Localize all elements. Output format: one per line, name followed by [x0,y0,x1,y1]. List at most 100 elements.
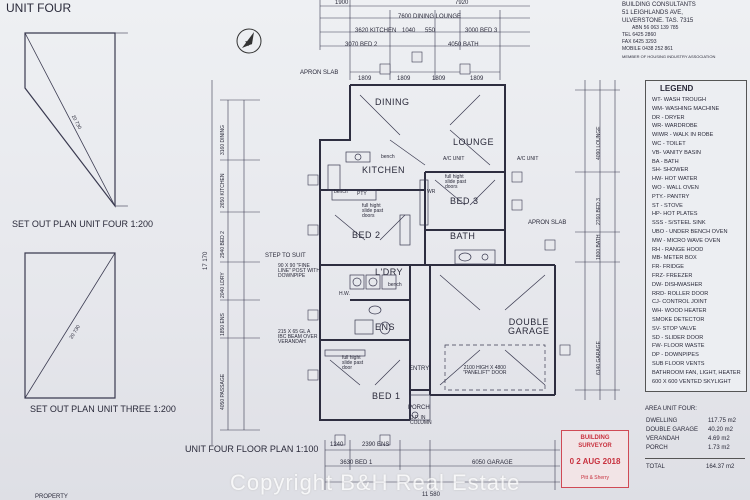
note-bench-2: bench [334,189,348,195]
room-bed3: BED 3 [450,196,479,206]
legend-item: CJ- CONTROL JOINT [652,299,708,306]
area-divider [645,458,745,459]
dim-top-d2: 7600 DINING LOUNGE [398,14,462,20]
note-beam: 215 X 65 GL A IBC BEAM OVER VERANDAH [278,329,318,345]
note-hw: H.W. [339,291,350,297]
note-bench-1: bench [381,154,395,160]
area-row-value: 40.20 m2 [708,427,734,433]
room-entry: ENTRY [409,366,430,372]
stamp-line1: BUILDING [580,435,610,441]
legend-item: DP - DOWNPIPES [652,352,699,359]
dim-left-1: 2650 KITCHEN [220,173,226,208]
dim-top-d5: 550 [425,28,436,34]
north-arrow-icon: N [236,28,262,54]
dim-top-d3: 3620 KITCHEN [355,28,397,34]
dim-right-3: 6140 GARAGE [596,341,602,375]
legend-item: DR - DRYER [652,114,685,121]
dim-top-d10: 1809 [397,76,411,82]
consultant-mobile: MOBILE 0438 252 861 [622,46,673,52]
room-double-garage: DOUBLE GARAGE [508,317,550,336]
legend-item: FR- FRIDGE [652,264,685,271]
note-pantry: PTY [357,191,367,197]
legend-item: ST - STOVE [652,202,683,209]
set-out-four-caption: SET OUT PLAN UNIT FOUR 1:200 [12,219,154,229]
bottom-cut-text: PROPERTY [35,494,68,500]
legend-title: LEGEND [660,84,694,93]
room-bed2: BED 2 [352,230,381,240]
set-out-plan-unit-three [24,252,116,399]
dim-left-5: 4050 PASSAGE [220,373,226,410]
legend-item: WH- WOOD HEATER [652,308,707,315]
legend-item: FW- FLOOR WASTE [652,343,705,350]
note-slide-doors-1: full hight slide past doors [445,174,467,190]
room-bath: BATH [450,231,476,241]
note-apron-slab-top: APRON SLAB [300,70,339,76]
floor-plan-drawing [211,0,620,490]
legend-item: HP- HOT PLATES [652,211,698,218]
dim-top-d7: 3070 BED 2 [345,42,378,48]
dim-top-d12: 1809 [470,76,484,82]
dim-bottom-overall: 11 580 [422,492,440,498]
area-row-label: PORCH [646,445,668,451]
legend-item: FRZ- FREEZER [652,273,693,279]
stamp-signature: Pitt & Sherry [580,475,610,481]
legend-item: WO - WALL OVEN [652,185,699,191]
dim-right-1: 2760 BED 3 [596,198,602,225]
note-ac-unit-1: A/C UNIT [443,156,465,162]
consultant-city: ULVERSTONE. TAS. 7315 [622,18,694,24]
dim-bottom-d4: 6050 GARAGE [472,460,513,466]
legend-item: RH - RANGE HOOD [652,246,704,253]
legend-item: UBO - UNDER BENCH OVEN [652,229,728,235]
building-surveyor-stamp: BUILDING SURVEYOR 0 2 AUG 2018 Pitt & Sh… [561,430,629,488]
dim-right-2: 1800 BATH [596,234,602,260]
legend-item: SV- STOP VALVE [652,325,697,332]
room-ldry: L'DRY [375,267,404,277]
legend-item: SMOKE DETECTOR [652,317,705,323]
room-bed1: BED 1 [372,391,401,401]
area-row-value: 1.73 m2 [708,445,730,451]
dim-top-overall: 7920 [455,0,469,6]
area-row-label: DOUBLE GARAGE [646,427,699,433]
note-apron-slab-right: APRON SLAB [528,220,567,226]
stamp-date: 0 2 AUG 2018 [569,457,621,466]
room-kitchen: KITCHEN [362,165,406,175]
consultant-block: BUILDING CONSULTANTS 51 LEIGHLANDS AVE, … [620,0,748,72]
room-lounge: LOUNGE [453,137,495,147]
room-dining: DINING [375,97,410,107]
floor-plan-title: UNIT FOUR FLOOR PLAN 1:100 [185,444,319,454]
area-row-label: VERANDAH [646,436,680,442]
legend-item: BA - BATH [652,158,679,165]
set-out-plan-unit-four [24,32,128,208]
note-bench-3: bench [388,282,402,288]
dim-top-d8: 4050 BATH [448,42,479,48]
note-step-to-suit: STEP TO SUIT [265,253,306,259]
area-row-value: 117.75 m2 [708,418,736,424]
dim-bottom-d2: 2390 ENS [362,442,390,448]
dim-left-4: 1850 ENS [220,313,226,336]
legend-item: SD - SLIDER DOOR [652,334,704,341]
consultant-address: 51 LEIGHLANDS AVE, [622,10,683,16]
note-slide-door-3: full hight slide past door [342,355,364,371]
legend-item: WC - TOILET [652,141,686,147]
dim-left-2: 2940 BED 2 [220,231,226,258]
area-title: AREA UNIT FOUR: [645,406,697,412]
legend-item: PTY.- PANTRY [652,193,690,200]
note-post: 90 X 90 "FINE LINE" POST WITH DOWNPIPE [278,263,320,279]
consultant-abn: ABN 56 063 139 785 [632,25,679,31]
dim-left-0: 3160 DINING [220,124,226,155]
svg-text:N: N [244,37,254,48]
dim-bottom-d1: 1240 [330,442,344,448]
legend-item: MB- METER BOX [652,255,697,262]
dim-top-d4: 1040 [402,28,416,34]
legend-item: WM- WASHING MACHINE [652,105,720,112]
legend-item: DW- DISHWASHER [652,281,703,288]
area-row-value: 4.69 m2 [708,436,730,442]
legend-item: 600 X 600 VENTED SKYLIGHT [652,378,731,385]
legend-item: RRD- ROLLER DOOR [652,290,709,297]
set-out-three-caption: SET OUT PLAN UNIT THREE 1:200 [30,404,176,414]
consultant-fax: FAX 6425 3293 [622,39,657,45]
dim-right-0: 4090 LOUNGE [596,126,602,160]
dim-bottom-d3: 3630 BED 1 [340,460,373,466]
legend-item: SUB FLOOR VENTS [652,361,705,367]
legend-item: WIWR - WALK IN ROBE [652,132,714,139]
